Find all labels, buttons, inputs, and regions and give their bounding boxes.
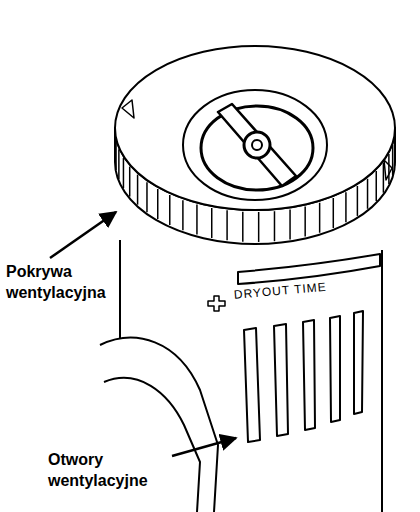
knurl-line [274, 211, 276, 241]
knurl-line [129, 167, 131, 197]
part-label: Pokrywa wentylacyjna [6, 262, 124, 304]
impeller-hub [244, 132, 270, 158]
cap-well [183, 90, 327, 200]
cap-well-inner [201, 106, 313, 190]
body-edge [381, 250, 383, 512]
knurl-line [345, 192, 347, 222]
knurl-line [123, 158, 125, 188]
vent-slots [244, 311, 363, 442]
cap-top [115, 46, 395, 210]
pipe [104, 378, 200, 512]
knurl-line [226, 210, 228, 240]
knurl-line [242, 212, 244, 242]
knurl-line [392, 145, 394, 175]
leader-arrow [172, 438, 236, 456]
impeller-blade [218, 104, 296, 186]
knurl-line [375, 171, 377, 201]
knurl-line [319, 203, 321, 233]
knurl-line [196, 205, 198, 235]
knurl-line [383, 163, 385, 193]
knurl-line [333, 198, 335, 228]
knurl-line [388, 154, 390, 184]
cap-tab [122, 100, 134, 118]
knurl-line [304, 207, 306, 237]
knurl-line [118, 149, 120, 179]
plus-symbol [208, 296, 225, 311]
knurl-line [289, 209, 291, 239]
leader-arrow [50, 212, 116, 258]
knurl-line [367, 179, 369, 209]
knurl-line [211, 208, 213, 238]
knurl-line [258, 212, 260, 242]
body-edge [119, 240, 121, 345]
impeller-hub [252, 140, 262, 150]
cap-tab [384, 160, 392, 180]
label-band [238, 254, 380, 284]
knurl-line [157, 189, 159, 219]
knurl-line [357, 186, 359, 216]
knurl-line [137, 175, 139, 205]
part-label: Otwory wentylacyjne [48, 450, 170, 492]
knurl-line [169, 195, 171, 225]
knurl-line [182, 200, 184, 230]
knurl-line [146, 182, 148, 212]
